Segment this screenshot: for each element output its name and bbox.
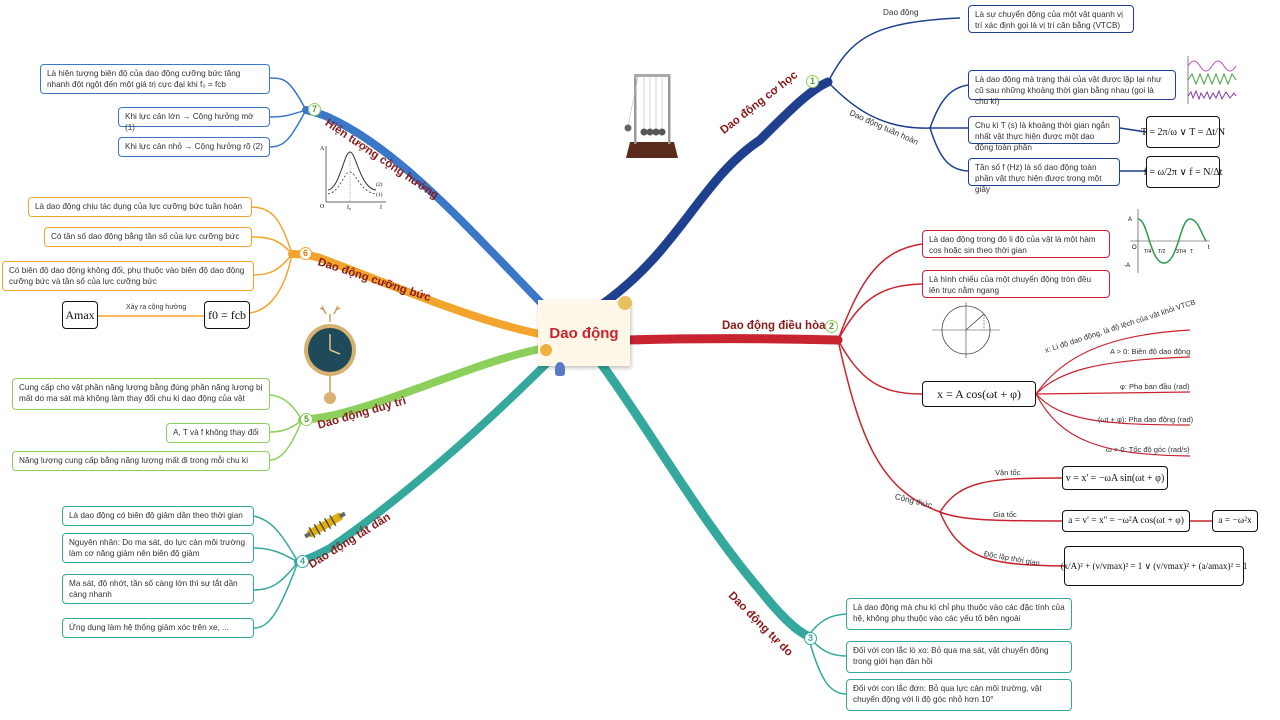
- b2-param-phi: φ: Pha ban đầu (rad): [1120, 382, 1190, 391]
- cosine-graph-A: A: [1128, 217, 1132, 223]
- cosine-graph-t3: 3T/4: [1176, 249, 1186, 255]
- b5-item-3[interactable]: Năng lượng cung cấp bằng năng lượng mất …: [12, 451, 270, 471]
- branch-2-number: 2: [825, 320, 838, 333]
- cosine-graph-O: O: [1132, 245, 1137, 251]
- b2-main-equation[interactable]: x = A cos(ωt + φ): [922, 381, 1036, 407]
- b4-item-1[interactable]: Là dao động có biên độ giảm dần theo thờ…: [62, 506, 254, 526]
- cosine-graph-t4: T: [1190, 249, 1193, 255]
- resonance-graph-A: A: [320, 146, 325, 152]
- b2-def2[interactable]: Là hình chiếu của một chuyển động tròn đ…: [922, 270, 1110, 298]
- b2-vel-equation[interactable]: v = x' = −ωA sin(ωt + φ): [1062, 466, 1168, 490]
- b4-item-4[interactable]: Ứng dụng làm hệ thống giảm xóc trên xe, …: [62, 618, 254, 638]
- b2-param-omega: ω > 0: Tốc độ góc (rad/s): [1106, 445, 1190, 454]
- branch-2-title[interactable]: Dao động điều hòa: [722, 320, 826, 332]
- b1-freq-text[interactable]: Tần số f (Hz) là số dao động toàn phần v…: [968, 158, 1120, 194]
- pin-icon: [618, 296, 632, 310]
- central-topic[interactable]: Dao động: [538, 300, 630, 366]
- b2-def1[interactable]: Là dao động trong đó li độ của vật là mộ…: [922, 230, 1110, 258]
- b1-period-text[interactable]: Chu kì T (s) là khoảng thời gian ngắn nh…: [968, 116, 1120, 152]
- shock-absorber-icon: [304, 511, 346, 539]
- b5-item-2[interactable]: A, T và f không thay đổi: [166, 423, 270, 443]
- branch-1-line: [595, 77, 833, 311]
- b1-period-formula[interactable]: T = 2π/ω ∨ T = Δt/N: [1141, 116, 1225, 148]
- circular-motion-diagram: [932, 302, 1000, 358]
- b7-item-1[interactable]: Là hiện tượng biên độ của dao động cưỡng…: [40, 64, 270, 94]
- b6-item-1[interactable]: Là dao động chịu tác dụng của lực cưỡng …: [28, 197, 252, 217]
- branch-7-number: 7: [308, 103, 321, 116]
- b6-item-2[interactable]: Có tần số dao động bằng tần số của lực c…: [44, 227, 252, 247]
- pin-icon: [555, 362, 565, 376]
- resonance-graph-2: (2): [376, 181, 383, 188]
- b6-amax[interactable]: Amax: [62, 301, 98, 329]
- branch-4-number: 4: [296, 555, 309, 568]
- branch-1-number: 1: [806, 75, 819, 88]
- resonance-graph-f0: f₀: [347, 204, 351, 211]
- newtons-cradle-icon: [624, 74, 678, 158]
- branch-3-line: [595, 357, 813, 641]
- branch-4-line: [294, 358, 552, 566]
- b5-item-1[interactable]: Cung cấp cho vật phần năng lượng bằng đú…: [12, 378, 270, 410]
- b1-sub1-text[interactable]: Là sự chuyển động của một vật quanh vị t…: [968, 5, 1134, 33]
- b4-item-2[interactable]: Nguyên nhân: Do ma sát, do lực cản môi t…: [62, 533, 254, 563]
- b2-param-phase: (ωt + φ): Pha dao động (rad): [1098, 415, 1194, 424]
- b2-acc-equation-2[interactable]: a = −ω²x: [1212, 510, 1258, 532]
- b6-resonance-label: Xảy ra cộng hưởng: [126, 304, 187, 311]
- resonance-graph-1: (1): [376, 191, 383, 198]
- b1-sub1-label: Dao động: [883, 8, 919, 17]
- resonance-graph-O: O: [320, 204, 325, 210]
- branch-6-number: 6: [299, 247, 312, 260]
- b2-vel-label: Vận tốc: [995, 468, 1021, 477]
- branch-3-number: 3: [804, 632, 817, 645]
- b2-param-A: A > 0: Biên độ dao động: [1110, 347, 1191, 356]
- pendulum-clock-icon: [304, 305, 356, 404]
- b2-acc-label: Gia tốc: [993, 510, 1017, 519]
- b7-item-3[interactable]: Khi lực cản nhỏ → Cộng hưởng rõ (2): [118, 137, 270, 157]
- branch-5-number: 5: [300, 413, 313, 426]
- b4-item-3[interactable]: Ma sát, độ nhớt, tần số càng lớn thì sự …: [62, 574, 254, 604]
- pin-icon: [540, 344, 552, 356]
- b1-sub2-text[interactable]: Là dao động mà trạng thái của vật được l…: [968, 70, 1176, 106]
- b3-item-3[interactable]: Đối với con lắc đơn: Bỏ qua lực cản môi …: [846, 679, 1072, 711]
- b3-item-1[interactable]: Là dao động mà chu kì chỉ phụ thuộc vào …: [846, 598, 1072, 630]
- branch-2-line: [623, 334, 843, 345]
- cosine-graph-t: t: [1208, 245, 1210, 251]
- cosine-graph-negA: -A: [1124, 263, 1130, 269]
- cosine-graph-t1: T/4: [1144, 249, 1151, 255]
- periodic-waves-graph: [1187, 56, 1237, 104]
- b1-freq-formula[interactable]: f = ω/2π ∨ f = N/Δt: [1144, 156, 1222, 188]
- cosine-graph: A -A O t T/4 T/2 3T/4 T: [1124, 209, 1210, 273]
- resonance-graph-f: f: [380, 204, 382, 211]
- cosine-graph-t2: T/2: [1158, 249, 1165, 255]
- b2-acc-equation[interactable]: a = v' = x'' = −ω²A cos(ωt + φ): [1062, 510, 1190, 532]
- resonance-graph: A O f₀ f (2) (1): [320, 146, 386, 211]
- b3-item-2[interactable]: Đối với con lắc lò xo: Bỏ qua ma sát, vậ…: [846, 641, 1072, 673]
- b7-item-2[interactable]: Khi lực cản lớn → Cộng hưởng mờ (1): [118, 107, 270, 132]
- b2-indep-equation[interactable]: (x/A)² + (v/vmax)² = 1 ∨ (v/vmax)² + (a/…: [1061, 546, 1247, 586]
- b6-f-equation[interactable]: f0 = fcb: [204, 301, 250, 329]
- b6-item-3[interactable]: Có biên độ dao động không đổi, phụ thuộc…: [2, 261, 254, 291]
